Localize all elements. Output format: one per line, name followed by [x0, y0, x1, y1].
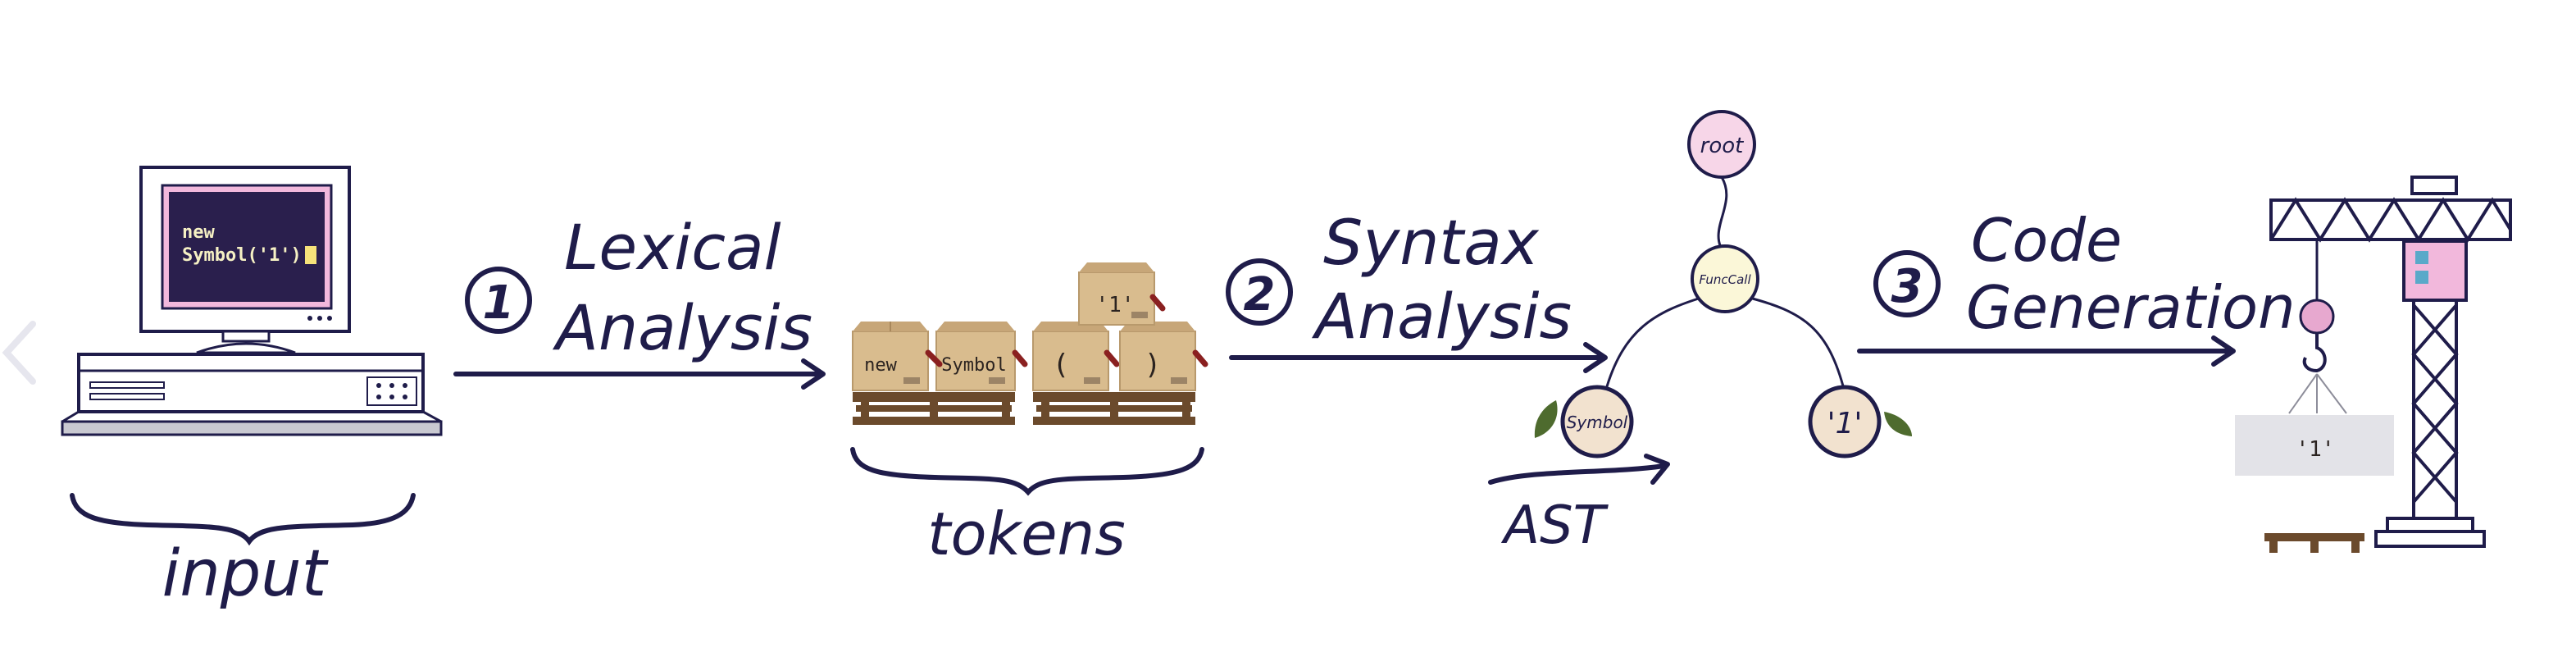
arrow-input-to-tokens [453, 358, 826, 390]
token-open-paren-label: ( [1053, 349, 1069, 381]
step-1-number: 1 [483, 276, 515, 330]
ast-left-leaf [1534, 385, 1634, 458]
step-2-title-line2: Analysis [1311, 280, 1572, 353]
step-1-badge [465, 267, 532, 334]
token-symbol-label: Symbol [941, 355, 1006, 376]
step-1-title-line2: Analysis [552, 291, 812, 364]
token-close-paren-label: ) [1145, 349, 1161, 381]
step-2-number: 2 [1244, 268, 1276, 322]
input-brace [70, 493, 416, 546]
step-3-number: 3 [1891, 260, 1923, 313]
computer-illustration [61, 166, 443, 436]
token-box-new [852, 322, 929, 391]
ast-root-node [1687, 110, 1756, 179]
crane-illustration [2235, 176, 2512, 553]
step-2-badge [1226, 258, 1293, 326]
tokens-brace [850, 447, 1204, 496]
ast-right-leaf [1808, 385, 1912, 458]
arrow-ast-to-output [1857, 335, 2236, 367]
ast-left-label: Symbol [1567, 413, 1628, 432]
ast-root-label: root [1700, 134, 1745, 158]
drive-dots [376, 383, 407, 399]
arrow-tokens-to-ast [1229, 342, 1608, 373]
monitor-buttons [307, 316, 332, 321]
text-cursor [305, 246, 316, 264]
output-crate-label: '1' [2296, 437, 2335, 462]
tokens-label: tokens [927, 500, 1125, 568]
token-box-close-paren [1119, 322, 1208, 391]
screen-code-line1: new [182, 222, 215, 243]
ast-right-label: '1' [1827, 407, 1863, 440]
step-3-title-line1: Code [1971, 206, 2122, 275]
token-string-1-label: '1' [1096, 293, 1135, 317]
token-box-string-1 [1078, 262, 1166, 326]
screen-code-line2: Symbol('1') [182, 245, 302, 266]
ast-curved-arrow [1488, 454, 1670, 485]
ast-call-node [1691, 244, 1759, 313]
input-label: input [162, 537, 329, 611]
step-1-title-line1: Lexical [564, 211, 781, 284]
monitor-stand [196, 330, 296, 354]
step-3-title-line2: Generation [1966, 273, 2296, 342]
pallets [853, 392, 1195, 425]
step-3-badge [1873, 250, 1941, 317]
ast-label: AST [1500, 495, 1609, 556]
token-box-open-paren [1032, 322, 1120, 391]
token-new-label: new [864, 355, 897, 376]
step-2-title-line1: Syntax [1323, 206, 1540, 279]
token-box-symbol [925, 322, 1028, 391]
ast-call-label: FuncCall [1699, 272, 1751, 287]
chevron-left-icon[interactable] [2, 321, 36, 385]
